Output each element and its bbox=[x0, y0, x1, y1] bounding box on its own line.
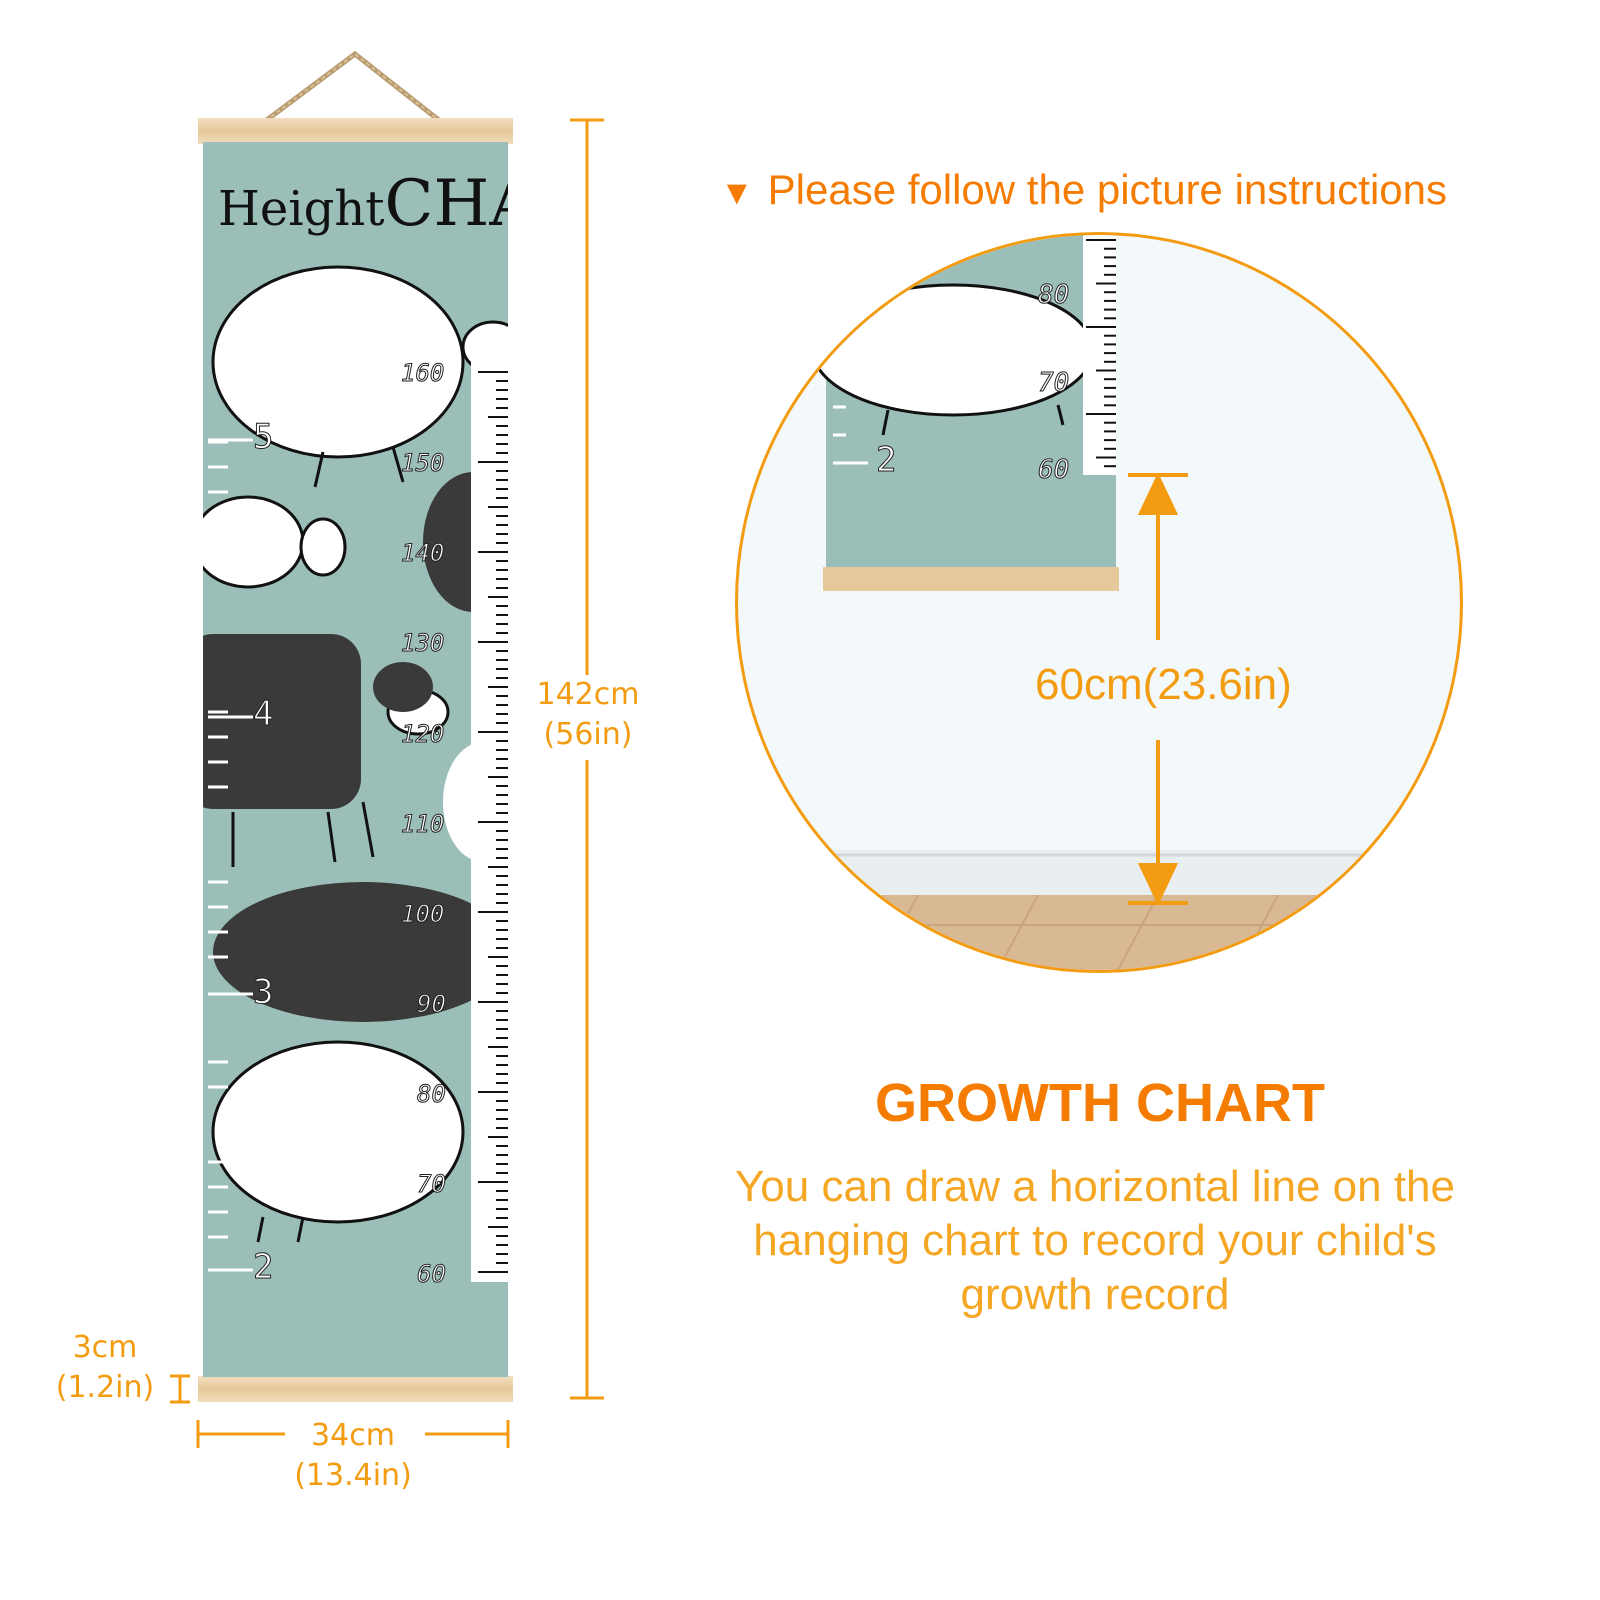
usage-inset-circle: 80 70 60 2 bbox=[735, 232, 1463, 973]
sheep-illustration bbox=[203, 265, 508, 1282]
top-wood-rod bbox=[198, 118, 513, 144]
triangle-down-icon: ▼ bbox=[720, 174, 754, 212]
width-dimension-label: 34cm (13.4in) bbox=[283, 1416, 423, 1496]
height-chart-title: HeightCHART bbox=[218, 167, 508, 241]
inset-cm-80: 80 bbox=[1037, 280, 1070, 311]
inset-cm-60: 60 bbox=[1037, 455, 1070, 486]
growth-chart-description: You can draw a horizontal line on the ha… bbox=[735, 1162, 1455, 1319]
cm-label-70: 70 bbox=[417, 1170, 447, 1199]
height-cm: 142cm bbox=[536, 677, 640, 712]
cm-label-120: 120 bbox=[400, 720, 445, 749]
cm-label-130: 130 bbox=[400, 629, 445, 658]
inset-scene bbox=[738, 235, 1460, 970]
rod-cm: 3cm bbox=[72, 1330, 138, 1365]
hanging-rope bbox=[258, 50, 447, 128]
inset-measurement-label: 60cm(23.6in) bbox=[1035, 660, 1292, 709]
height-in: (56in) bbox=[543, 717, 633, 752]
instruction-text: Please follow the picture instructions bbox=[767, 166, 1447, 213]
cm-label-140: 140 bbox=[400, 539, 445, 568]
ft-label-2: 2 bbox=[252, 1247, 274, 1288]
bottom-wood-rod bbox=[198, 1376, 513, 1402]
cm-label-160: 160 bbox=[400, 359, 445, 388]
cm-label-110: 110 bbox=[400, 810, 445, 839]
inset-cm-70: 70 bbox=[1037, 368, 1070, 399]
growth-chart-title: GROWTH CHART bbox=[875, 1073, 1325, 1133]
cm-label-60: 60 bbox=[417, 1260, 447, 1289]
instruction-line: ▼ Please follow the picture instructions bbox=[720, 166, 1447, 214]
ft-label-5: 5 bbox=[252, 417, 274, 458]
rod-dimension-label: 3cm (1.2in) bbox=[50, 1328, 160, 1408]
rod-in: (1.2in) bbox=[55, 1370, 155, 1405]
cm-label-90: 90 bbox=[417, 990, 447, 1019]
chart-word: CHART bbox=[384, 167, 508, 241]
ft-label-4: 4 bbox=[252, 694, 274, 735]
cm-label-150: 150 bbox=[400, 449, 445, 478]
width-in: (13.4in) bbox=[294, 1458, 412, 1493]
width-cm: 34cm bbox=[311, 1418, 395, 1453]
ft-label-3: 3 bbox=[252, 972, 274, 1013]
cm-label-100: 100 bbox=[400, 900, 445, 929]
inset-ft-2: 2 bbox=[875, 440, 897, 481]
cm-label-80: 80 bbox=[417, 1080, 447, 1109]
height-dimension-label: 142cm (56in) bbox=[528, 675, 648, 755]
dimension-lines bbox=[170, 118, 604, 1448]
height-word: Height bbox=[218, 181, 385, 237]
height-chart-canvas: HeightCHART 160 150 140 130 120 110 100 … bbox=[203, 142, 508, 1377]
